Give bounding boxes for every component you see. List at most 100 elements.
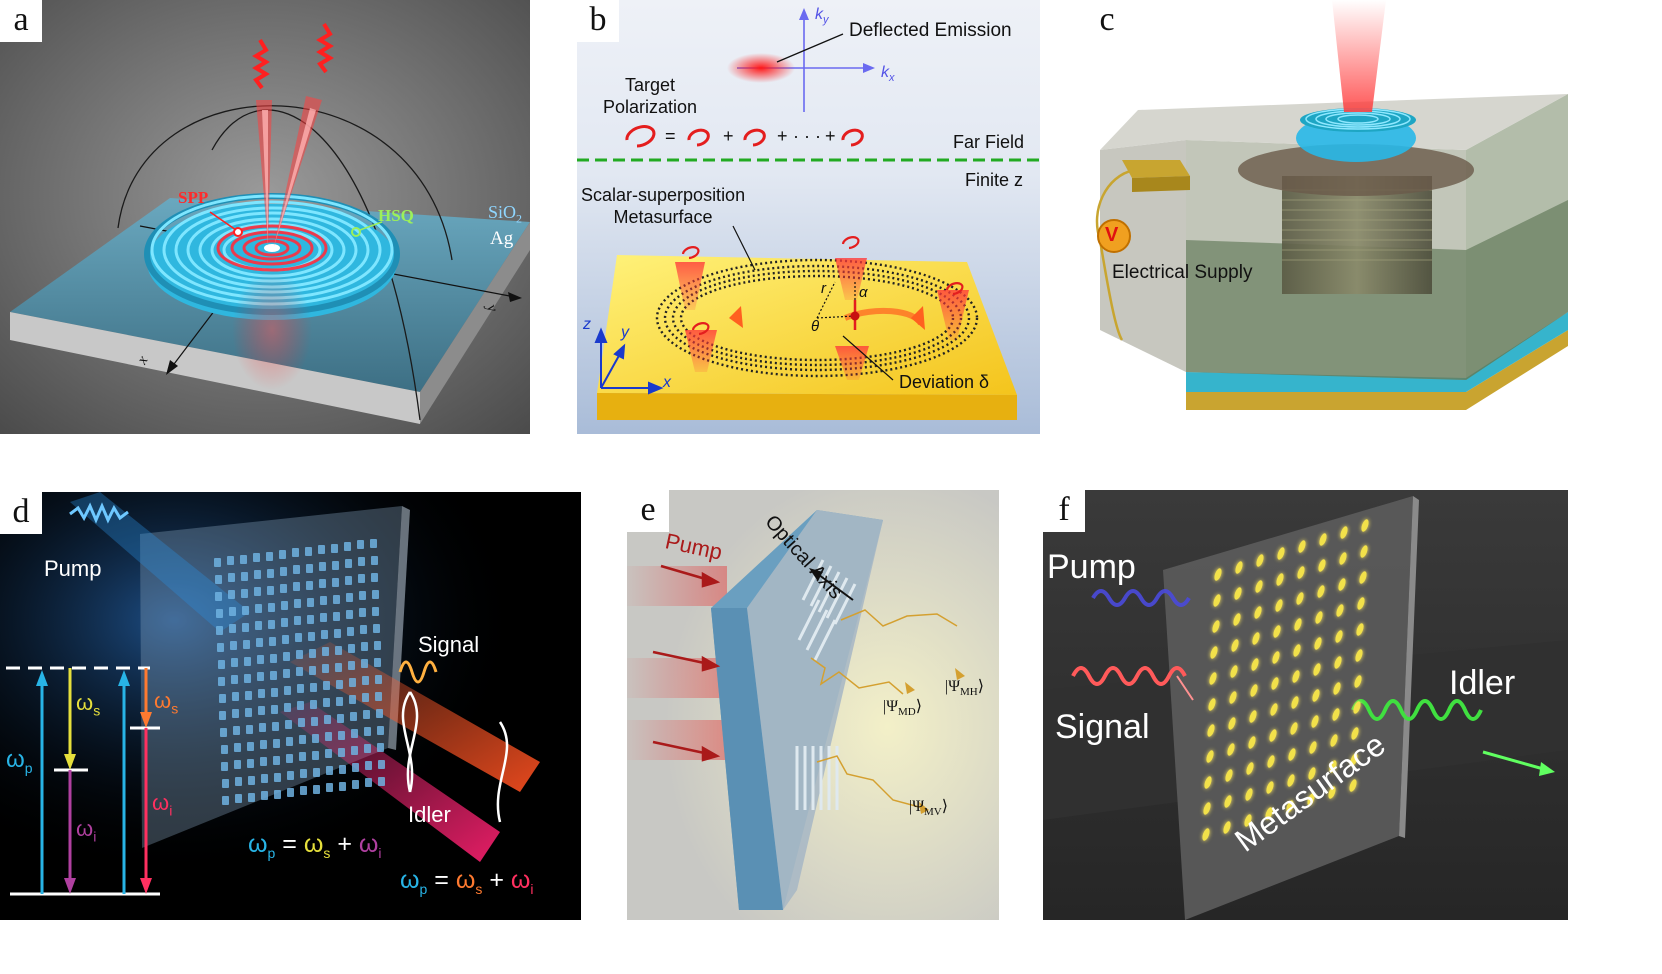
- pillar: [364, 761, 372, 771]
- pillar: [332, 594, 340, 604]
- pillar: [285, 720, 292, 729]
- pillar: [234, 777, 242, 787]
- pillar: [221, 779, 229, 788]
- pillar: [358, 574, 366, 584]
- pillar: [247, 758, 255, 768]
- pillar: [347, 627, 354, 636]
- pillar: [299, 769, 307, 779]
- pillar: [228, 607, 236, 617]
- pillar: [270, 687, 278, 697]
- pillar: [286, 754, 294, 763]
- ky-text: k: [815, 6, 823, 23]
- signal-packet-icon-f: [1071, 666, 1187, 686]
- panel-label-f: f: [1043, 490, 1085, 532]
- pillar: [282, 652, 290, 661]
- pillar: [308, 648, 316, 658]
- pillar: [259, 740, 267, 750]
- pillar: [240, 571, 248, 581]
- panel-d: Pump Signal Idler ωs ωs ωp ωi ωi ωp = ωs…: [0, 492, 581, 920]
- pillar: [253, 553, 260, 563]
- deviation-label: Deviation δ: [899, 372, 990, 392]
- pillar: [335, 679, 343, 689]
- pillar: [308, 631, 315, 641]
- pillar: [272, 721, 279, 731]
- ky-label: ky: [815, 6, 829, 26]
- pillar: [370, 538, 377, 548]
- photon-left-icon: [252, 38, 270, 90]
- wp-label: ωp: [6, 746, 33, 776]
- pillar: [361, 659, 369, 669]
- pillar: [334, 645, 342, 655]
- deflected-emission-label: Deflected Emission: [849, 20, 1012, 41]
- pillar: [309, 682, 317, 692]
- pillar: [319, 579, 327, 589]
- wi-subscript: i: [93, 828, 97, 845]
- pillar: [326, 783, 334, 793]
- panel-label-a: a: [0, 0, 42, 42]
- psi-mv-subscript: MV: [924, 806, 942, 819]
- pillar: [274, 789, 282, 799]
- pillar: [357, 540, 364, 550]
- axis-z-label: z: [583, 316, 591, 333]
- pillar: [360, 625, 367, 635]
- pillar: [305, 546, 312, 556]
- idler-label-f: Idler: [1449, 664, 1516, 702]
- idler-packet-icon: [1351, 699, 1483, 721]
- pillar: [253, 570, 261, 580]
- wi-label-right: ωi: [152, 790, 172, 818]
- pillar: [279, 567, 287, 576]
- pillar: [248, 792, 256, 802]
- pillar: [222, 796, 230, 805]
- pillar: [344, 559, 352, 568]
- pillar: [280, 601, 288, 610]
- pillar: [220, 745, 228, 754]
- pillar: [233, 743, 241, 753]
- signal-label-f: Signal: [1055, 708, 1150, 746]
- pillar: [287, 788, 295, 797]
- equation-op-2: +: [723, 126, 734, 146]
- pillar: [247, 775, 255, 785]
- pillar: [344, 542, 351, 551]
- sio2-subscript: 2: [516, 211, 523, 226]
- pillar: [360, 642, 368, 652]
- eq2-wp: ω: [400, 866, 420, 894]
- pillar: [241, 605, 249, 615]
- pillar: [267, 602, 275, 612]
- pillar: [217, 643, 224, 652]
- pillar: [363, 727, 371, 737]
- wp-subscript: p: [24, 759, 33, 776]
- pillar: [296, 667, 304, 677]
- pillar: [244, 673, 252, 683]
- meta-line2: Metasurface: [613, 207, 713, 227]
- wi-symbol-2: ω: [152, 790, 170, 815]
- pillar: [310, 699, 318, 709]
- eq2-wi: ω: [510, 866, 531, 894]
- psi-md-text: |Ψ: [883, 698, 899, 715]
- pillar: [281, 618, 289, 627]
- pillar: [245, 707, 253, 717]
- panel-b-figure: [577, 0, 1040, 434]
- pillar: [332, 577, 340, 587]
- pillar: [259, 723, 266, 733]
- pillar: [273, 772, 281, 782]
- spp-label: SPP: [178, 188, 209, 207]
- pillar: [284, 703, 292, 712]
- target-ellipse-icon: [625, 125, 656, 148]
- pillar: [337, 730, 345, 740]
- panel-e-figure: [627, 490, 999, 920]
- pillar: [269, 636, 276, 646]
- pillar: [227, 556, 234, 566]
- pillar: [336, 696, 344, 706]
- pillar: [325, 749, 333, 759]
- emission-beam-right: [274, 96, 322, 246]
- pillar: [361, 676, 369, 686]
- wi-symbol: ω: [76, 816, 94, 841]
- panel-e: Pump Optical Axis |ΨMD⟩ |ΨMH⟩ |ΨMV⟩ e: [627, 490, 999, 920]
- psi-mh-text: |Ψ: [945, 678, 961, 695]
- pillar: [373, 640, 381, 650]
- pillar: [322, 664, 330, 674]
- pillar: [376, 725, 384, 735]
- finite-z-label: Finite z: [965, 170, 1024, 190]
- wi-label: ωi: [76, 816, 96, 844]
- axis-x-label-b: x: [663, 374, 671, 391]
